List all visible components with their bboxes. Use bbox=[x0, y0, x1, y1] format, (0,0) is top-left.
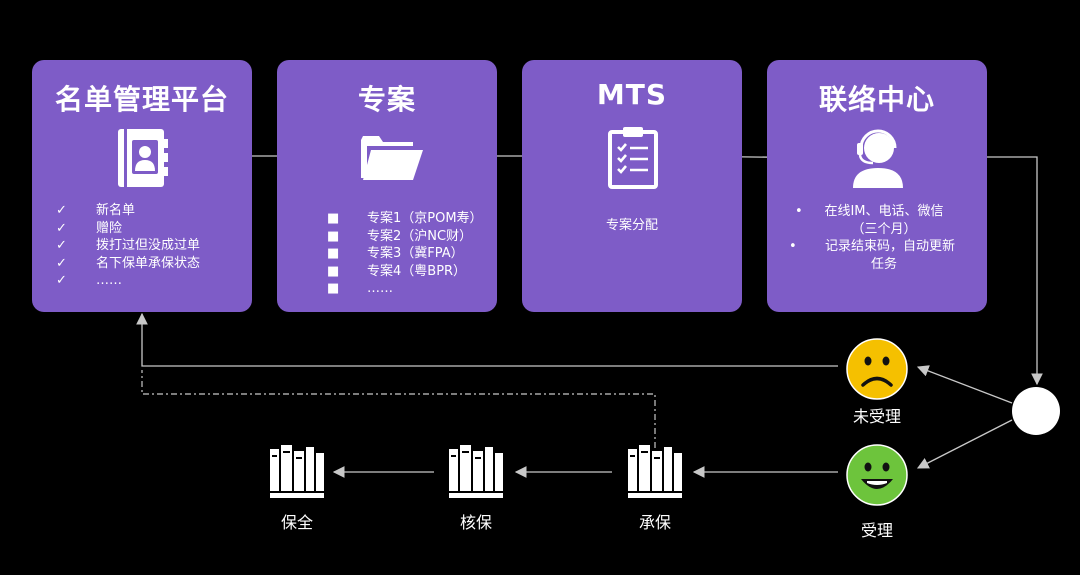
accepted-label: 受理 bbox=[860, 521, 893, 540]
square-bullet-icon: ■ bbox=[327, 281, 340, 296]
list-item: ■专案4（粤BPR） bbox=[327, 263, 467, 279]
dot-bullet-icon: • bbox=[789, 239, 797, 254]
books-icon bbox=[449, 445, 503, 498]
card-title: 联络中心 bbox=[818, 83, 935, 116]
check-icon: ✓ bbox=[56, 220, 67, 236]
happy-face-icon bbox=[846, 444, 908, 506]
contact-book-icon bbox=[118, 129, 168, 187]
check-icon: ✓ bbox=[56, 255, 67, 271]
arrow-node-to-sad bbox=[916, 365, 1013, 404]
arrow-sad-to-list bbox=[136, 312, 838, 367]
check-icon: ✓ bbox=[56, 238, 67, 253]
list-item: ✓拨打过但没成过单 bbox=[56, 238, 201, 253]
list-item: ✓名下保单承保状态 bbox=[56, 255, 201, 271]
card-list: ✓新名单 ✓赠险 ✓拨打过但没成过单 ✓名下保单承保状态 ✓…… bbox=[56, 202, 200, 290]
clipboard-checklist-icon bbox=[608, 127, 658, 189]
list-item: ■专案2（沪NC财） bbox=[327, 228, 473, 244]
list-item: （三个月） bbox=[851, 221, 917, 237]
step-label-chengbao: 承保 bbox=[638, 513, 671, 532]
step-label-hebao: 核保 bbox=[459, 513, 492, 532]
list-item: ■…… bbox=[327, 281, 393, 296]
card-title: 名单管理平台 bbox=[54, 83, 229, 116]
square-bullet-icon: ■ bbox=[327, 246, 340, 261]
square-bullet-icon: ■ bbox=[327, 263, 340, 279]
sad-face-icon bbox=[846, 338, 908, 400]
card-list-platform: 名单管理平台 ✓新名单 ✓赠险 ✓拨打过但没成过单 ✓名下保单承保状态 ✓…… bbox=[32, 60, 252, 312]
list-item: ■专案1（京POM寿） bbox=[327, 211, 483, 226]
check-icon: ✓ bbox=[56, 203, 67, 218]
card-mts: MTS 专案分配 bbox=[522, 60, 742, 312]
headset-agent-icon bbox=[853, 129, 903, 188]
list-item: ■专案3（冀FPA） bbox=[327, 246, 464, 261]
dot-bullet-icon: • bbox=[795, 204, 803, 219]
step-label-baoquan: 保全 bbox=[280, 513, 313, 532]
card-list: ■专案1（京POM寿） ■专案2（沪NC财） ■专案3（冀FPA） ■专案4（粤… bbox=[327, 210, 483, 298]
card-title: 专案 bbox=[357, 83, 416, 116]
dashed-return-line bbox=[141, 370, 656, 448]
card-title: MTS bbox=[596, 78, 668, 111]
books-icon bbox=[270, 445, 324, 498]
check-icon: ✓ bbox=[56, 273, 67, 288]
list-item: •在线IM、电话、微信 bbox=[795, 204, 944, 219]
decision-node bbox=[1012, 387, 1060, 435]
list-item: ✓…… bbox=[56, 273, 122, 288]
list-item: •记录结束码，自动更新 bbox=[789, 239, 955, 254]
list-item: ✓赠险 bbox=[56, 220, 123, 236]
card-project: 专案 ■专案1（京POM寿） ■专案2（沪NC财） ■专案3（冀FPA） ■专案… bbox=[277, 60, 497, 312]
not-accepted-label: 未受理 bbox=[852, 407, 901, 426]
card-list: •在线IM、电话、微信 （三个月） •记录结束码，自动更新 任务 bbox=[789, 203, 979, 273]
arrow-node-to-happy bbox=[916, 419, 1013, 469]
books-icon bbox=[628, 445, 682, 498]
list-item: ✓新名单 bbox=[56, 203, 136, 218]
card-description: 专案分配 bbox=[605, 218, 658, 233]
folder-icon bbox=[361, 136, 423, 180]
square-bullet-icon: ■ bbox=[327, 211, 340, 226]
list-item: 任务 bbox=[870, 256, 897, 272]
square-bullet-icon: ■ bbox=[327, 228, 340, 244]
card-contact-center: 联络中心 •在线IM、电话、微信 （三个月） •记录结束码，自动更新 任务 bbox=[767, 60, 987, 312]
